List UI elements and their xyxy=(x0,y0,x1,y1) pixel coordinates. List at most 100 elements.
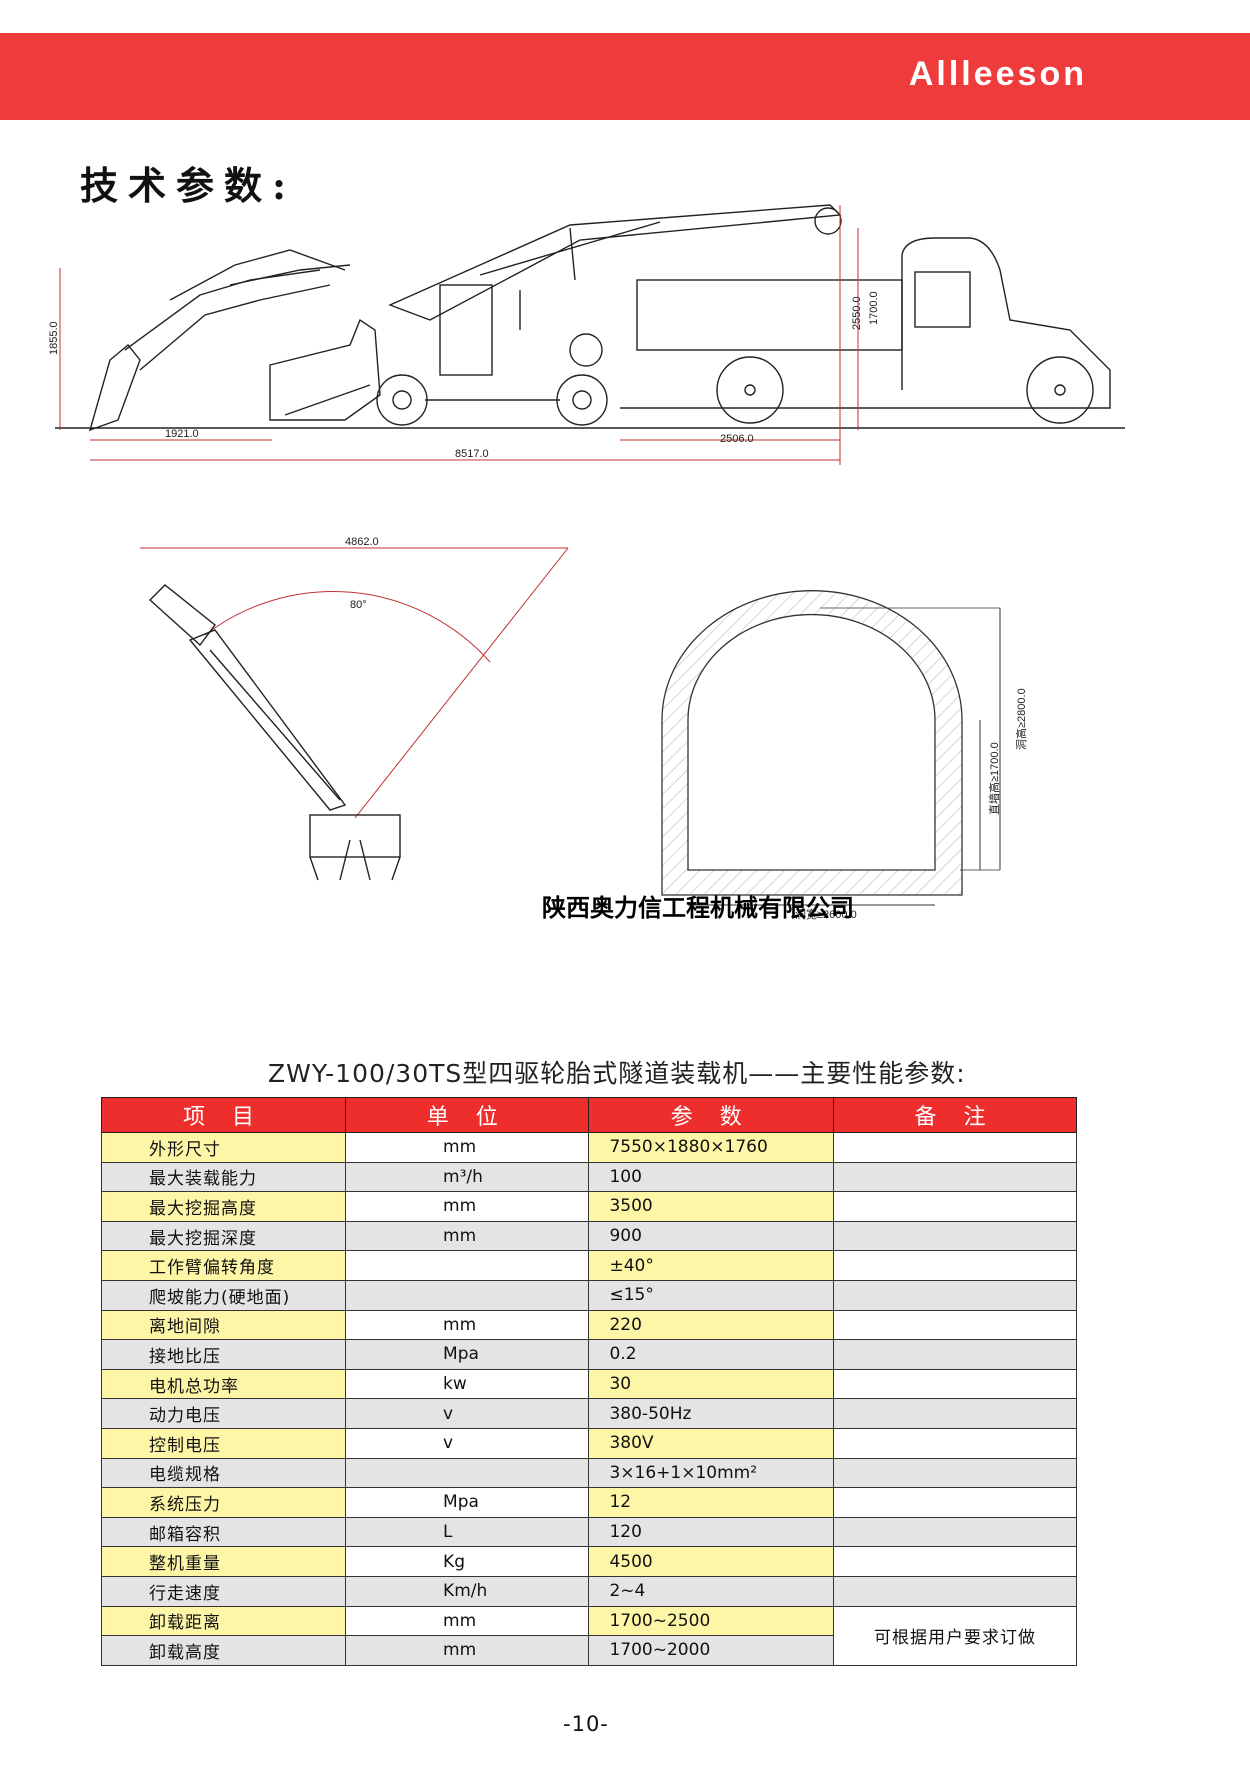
cell-remark xyxy=(833,1457,1077,1489)
cell-remark xyxy=(833,1191,1077,1222)
cell-value: 2~4 xyxy=(588,1575,835,1607)
cell-item: 卸载距离 xyxy=(100,1605,347,1637)
cell-remark xyxy=(833,1250,1077,1281)
cell-unit: Kg xyxy=(345,1546,590,1577)
dim-total-len: 8517.0 xyxy=(455,448,489,460)
cell-value: 380-50Hz xyxy=(588,1398,835,1429)
cell-item: 行走速度 xyxy=(100,1575,347,1607)
cell-remark: 可根据用户要求订做 xyxy=(833,1605,1077,1666)
cell-unit: mm xyxy=(345,1605,590,1637)
dim-angle: 80° xyxy=(350,599,367,611)
cell-remark xyxy=(833,1575,1077,1607)
cell-value: 900 xyxy=(588,1220,835,1252)
brand-logo-text: Allleeson xyxy=(908,55,1087,93)
dim-h1700: 1700.0 xyxy=(868,291,880,325)
company-name: 陕西奥力信工程机械有限公司 xyxy=(542,894,854,922)
cell-value: 12 xyxy=(588,1487,835,1518)
table-row: 工作臂偏转角度±40° xyxy=(100,1250,1077,1281)
cell-remark xyxy=(833,1516,1077,1548)
dim-tunnel-wall: 直墙高≥1700.0 xyxy=(987,742,1001,815)
cell-remark xyxy=(833,1161,1077,1193)
cell-value: 100 xyxy=(588,1161,835,1193)
cell-remark xyxy=(833,1546,1077,1577)
cell-value: 7550×1880×1760 xyxy=(588,1132,835,1163)
table-row: 电缆规格 3×16+1×10mm² xyxy=(100,1457,1077,1489)
tunnel-section xyxy=(661,590,1001,906)
cell-unit xyxy=(345,1457,590,1489)
table-row: 爬坡能力(硬地面) ≤15° xyxy=(100,1279,1077,1311)
cell-item: 电缆规格 xyxy=(100,1457,347,1489)
cell-item: 外形尺寸 xyxy=(100,1132,347,1163)
cell-unit: mm xyxy=(345,1635,590,1666)
cell-unit xyxy=(345,1250,590,1281)
cell-remark xyxy=(833,1398,1077,1429)
cell-value: 220 xyxy=(588,1309,835,1341)
cell-value: 1700~2000 xyxy=(588,1635,835,1666)
cell-item: 最大挖掘深度 xyxy=(100,1220,347,1252)
table-header-row: 项 目 单 位 参 数 备 注 xyxy=(100,1097,1077,1133)
cell-remark xyxy=(833,1132,1077,1163)
cell-remark xyxy=(833,1368,1077,1400)
cell-unit: kw xyxy=(345,1368,590,1400)
cell-remark xyxy=(833,1487,1077,1518)
cell-value: 3×16+1×10mm² xyxy=(588,1457,835,1489)
cell-remark xyxy=(833,1427,1077,1459)
dim-boom-reach: 4862.0 xyxy=(345,536,379,548)
cell-item: 最大挖掘高度 xyxy=(100,1191,347,1222)
cell-value: ≤15° xyxy=(588,1279,835,1311)
cell-item: 工作臂偏转角度 xyxy=(100,1250,347,1281)
loader-side-view xyxy=(55,204,1125,432)
cell-unit: mm xyxy=(345,1191,590,1222)
cell-unit: Mpa xyxy=(345,1487,590,1518)
dim-tunnel-height: 洞高≥2800.0 xyxy=(1014,688,1028,750)
cell-item: 邮箱容积 xyxy=(100,1516,347,1548)
cell-remark xyxy=(833,1220,1077,1252)
cell-item: 接地比压 xyxy=(100,1339,347,1370)
cell-unit: v xyxy=(345,1427,590,1459)
header-item: 项 目 xyxy=(100,1097,347,1133)
cell-item: 最大装载能力 xyxy=(100,1161,347,1193)
cell-value: 3500 xyxy=(588,1191,835,1222)
cell-value: 30 xyxy=(588,1368,835,1400)
cell-item: 离地间隙 xyxy=(100,1309,347,1341)
dimension-lines xyxy=(59,205,859,465)
dim-h2550: 2550.0 xyxy=(851,296,863,330)
cell-value: 4500 xyxy=(588,1546,835,1577)
cell-item: 爬坡能力(硬地面) xyxy=(100,1279,347,1311)
cell-unit xyxy=(345,1279,590,1311)
cell-item: 整机重量 xyxy=(100,1546,347,1577)
dim-front-len: 1921.0 xyxy=(165,428,199,440)
dim-tunnel-width: 洞宽≥2600.0 xyxy=(795,907,857,921)
cell-remark xyxy=(833,1309,1077,1341)
header-value: 参 数 xyxy=(588,1097,835,1133)
dim-side-height: 1855.0 xyxy=(48,321,60,355)
cell-remark xyxy=(833,1339,1077,1370)
section-title: 技术参数: xyxy=(80,163,297,208)
cell-unit: v xyxy=(345,1398,590,1429)
cell-value: 120 xyxy=(588,1516,835,1548)
cell-unit: mm xyxy=(345,1220,590,1252)
dim-truck-len: 2506.0 xyxy=(720,433,754,445)
cell-value: 0.2 xyxy=(588,1339,835,1370)
cell-item: 动力电压 xyxy=(100,1398,347,1429)
cell-unit: m³/h xyxy=(345,1161,590,1193)
cell-unit: Mpa xyxy=(345,1339,590,1370)
cell-unit: mm xyxy=(345,1309,590,1341)
table-title: ZWY-100/30TS型四驱轮胎式隧道装载机——主要性能参数: xyxy=(268,1059,966,1088)
cell-value: 380V xyxy=(588,1427,835,1459)
boom-swing-view xyxy=(140,547,569,881)
